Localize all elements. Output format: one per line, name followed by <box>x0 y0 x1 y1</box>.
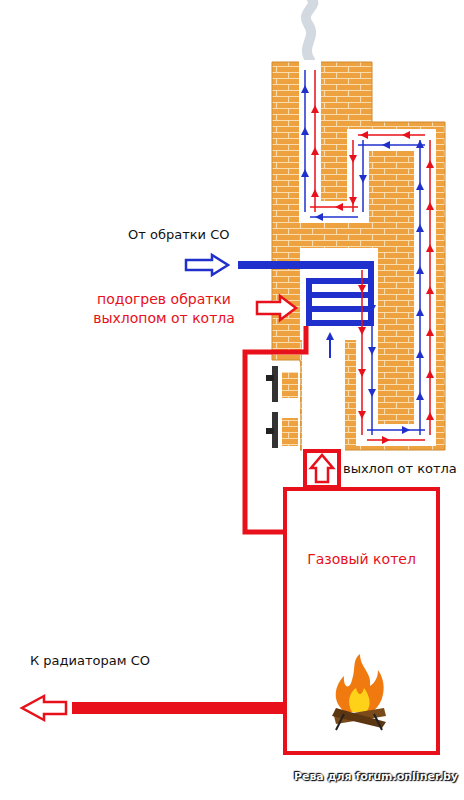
inlet-label: От обратки СО <box>128 226 268 244</box>
flow-arrowhead <box>368 389 376 397</box>
hollow-arrow <box>257 296 296 320</box>
flow-arrowhead <box>358 369 366 377</box>
flow-arrowhead <box>301 127 309 135</box>
flow-line <box>310 206 358 208</box>
flow-line <box>367 439 425 441</box>
flow-arrowhead <box>311 147 319 155</box>
flow-arrowhead <box>311 105 319 113</box>
boiler-box: Газовый котел <box>283 487 440 755</box>
hollow-arrow <box>186 255 228 275</box>
flow-line <box>358 134 425 136</box>
flow-arrowhead <box>358 411 366 419</box>
flow-arrowhead <box>416 308 424 316</box>
flow-arrowhead <box>382 141 390 149</box>
outlet-label: К радиаторам СО <box>30 652 230 670</box>
flow-arrowhead <box>426 286 434 294</box>
flow-arrowhead <box>416 182 424 190</box>
flow-arrowhead <box>402 426 410 434</box>
return-pipe <box>238 261 374 269</box>
flame <box>332 654 386 730</box>
flow-arrowhead <box>402 131 410 139</box>
flow-arrowhead <box>416 392 424 400</box>
flow-arrowhead <box>426 244 434 252</box>
exhaust-duct <box>305 451 339 487</box>
flow-arrowhead <box>360 131 368 139</box>
heated-return-pipe <box>245 326 306 532</box>
flow-arrowhead <box>301 169 309 177</box>
box-title: Газовый котел <box>293 551 430 567</box>
flow-arrowhead <box>368 305 376 313</box>
flow-arrowhead <box>426 412 434 420</box>
flow-arrowhead <box>382 436 390 444</box>
door <box>272 366 278 402</box>
flow-arrowhead <box>368 347 376 355</box>
exhaust-label: выхлоп от котла <box>343 460 461 478</box>
flow-arrowhead <box>358 285 366 293</box>
flow-arrowhead <box>416 350 424 358</box>
smoke <box>306 0 313 60</box>
flow-arrowhead <box>416 140 424 148</box>
supply-pipe <box>72 702 284 714</box>
flow-arrowhead <box>416 224 424 232</box>
watermark: Рева для forum.onliner.by <box>230 770 458 785</box>
flow-arrowhead <box>358 327 366 335</box>
flow-arrowhead <box>349 197 357 205</box>
hollow-arrow <box>311 455 333 482</box>
flow-line <box>358 144 425 146</box>
flow-arrowhead <box>301 85 309 93</box>
hollow-arrow <box>22 696 66 720</box>
flow-arrowhead <box>359 175 367 183</box>
flow-arrowhead <box>416 266 424 274</box>
flow-line <box>367 429 425 431</box>
firebox-inlet <box>302 338 345 451</box>
flow-line <box>361 270 363 435</box>
callout-text: подогрев обратки выхлопом от котла <box>76 290 252 328</box>
flow-arrowhead <box>349 155 357 163</box>
flow-arrowhead <box>315 213 323 221</box>
flow-arrowhead <box>426 370 434 378</box>
flow-arrowhead <box>426 328 434 336</box>
flow-arrowhead <box>426 160 434 168</box>
flow-arrowhead <box>426 202 434 210</box>
flow-arrowhead <box>311 189 319 197</box>
flow-arrowhead <box>335 203 343 211</box>
